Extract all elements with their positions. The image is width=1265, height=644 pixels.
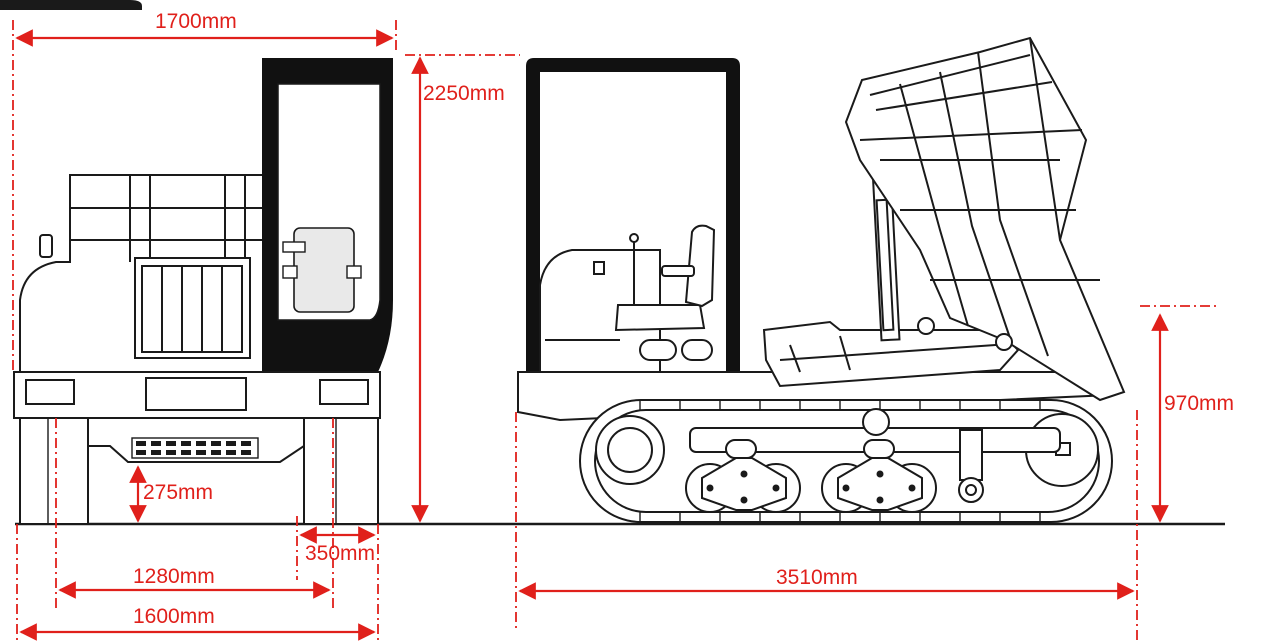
dimension-dump-height: 970mm [1140, 305, 1234, 523]
radiator-slots [136, 441, 251, 455]
ground-clearance-label: 275mm [143, 481, 213, 504]
overall-length-label: 3510mm [776, 566, 858, 589]
dimension-track-shoe-width: 350mm [296, 516, 376, 580]
side-view [517, 36, 1126, 523]
track-outer-width-label: 1600mm [133, 605, 215, 628]
track-treads [639, 400, 1041, 522]
track-shoe-width-label: 350mm [305, 542, 375, 565]
dimension-overall-height: 2250mm [405, 54, 520, 523]
dimension-overall-width: 1700mm [12, 10, 397, 372]
dimension-ground-clearance: 275mm [129, 465, 213, 523]
front-view [13, 58, 393, 525]
overall-width-label: 1700mm [155, 10, 237, 33]
dimension-overall-length: 3510mm [515, 410, 1138, 640]
dimension-track-outer-width: 1600mm [16, 524, 379, 644]
bogie-rear [821, 439, 937, 513]
track-gauge-label: 1280mm [133, 565, 215, 588]
overall-height-label: 2250mm [423, 82, 505, 105]
dump-height-label: 970mm [1164, 392, 1234, 415]
bogie-front [685, 439, 801, 513]
dimension-track-gauge: 1280mm [55, 418, 334, 610]
header-tab [0, 0, 142, 10]
